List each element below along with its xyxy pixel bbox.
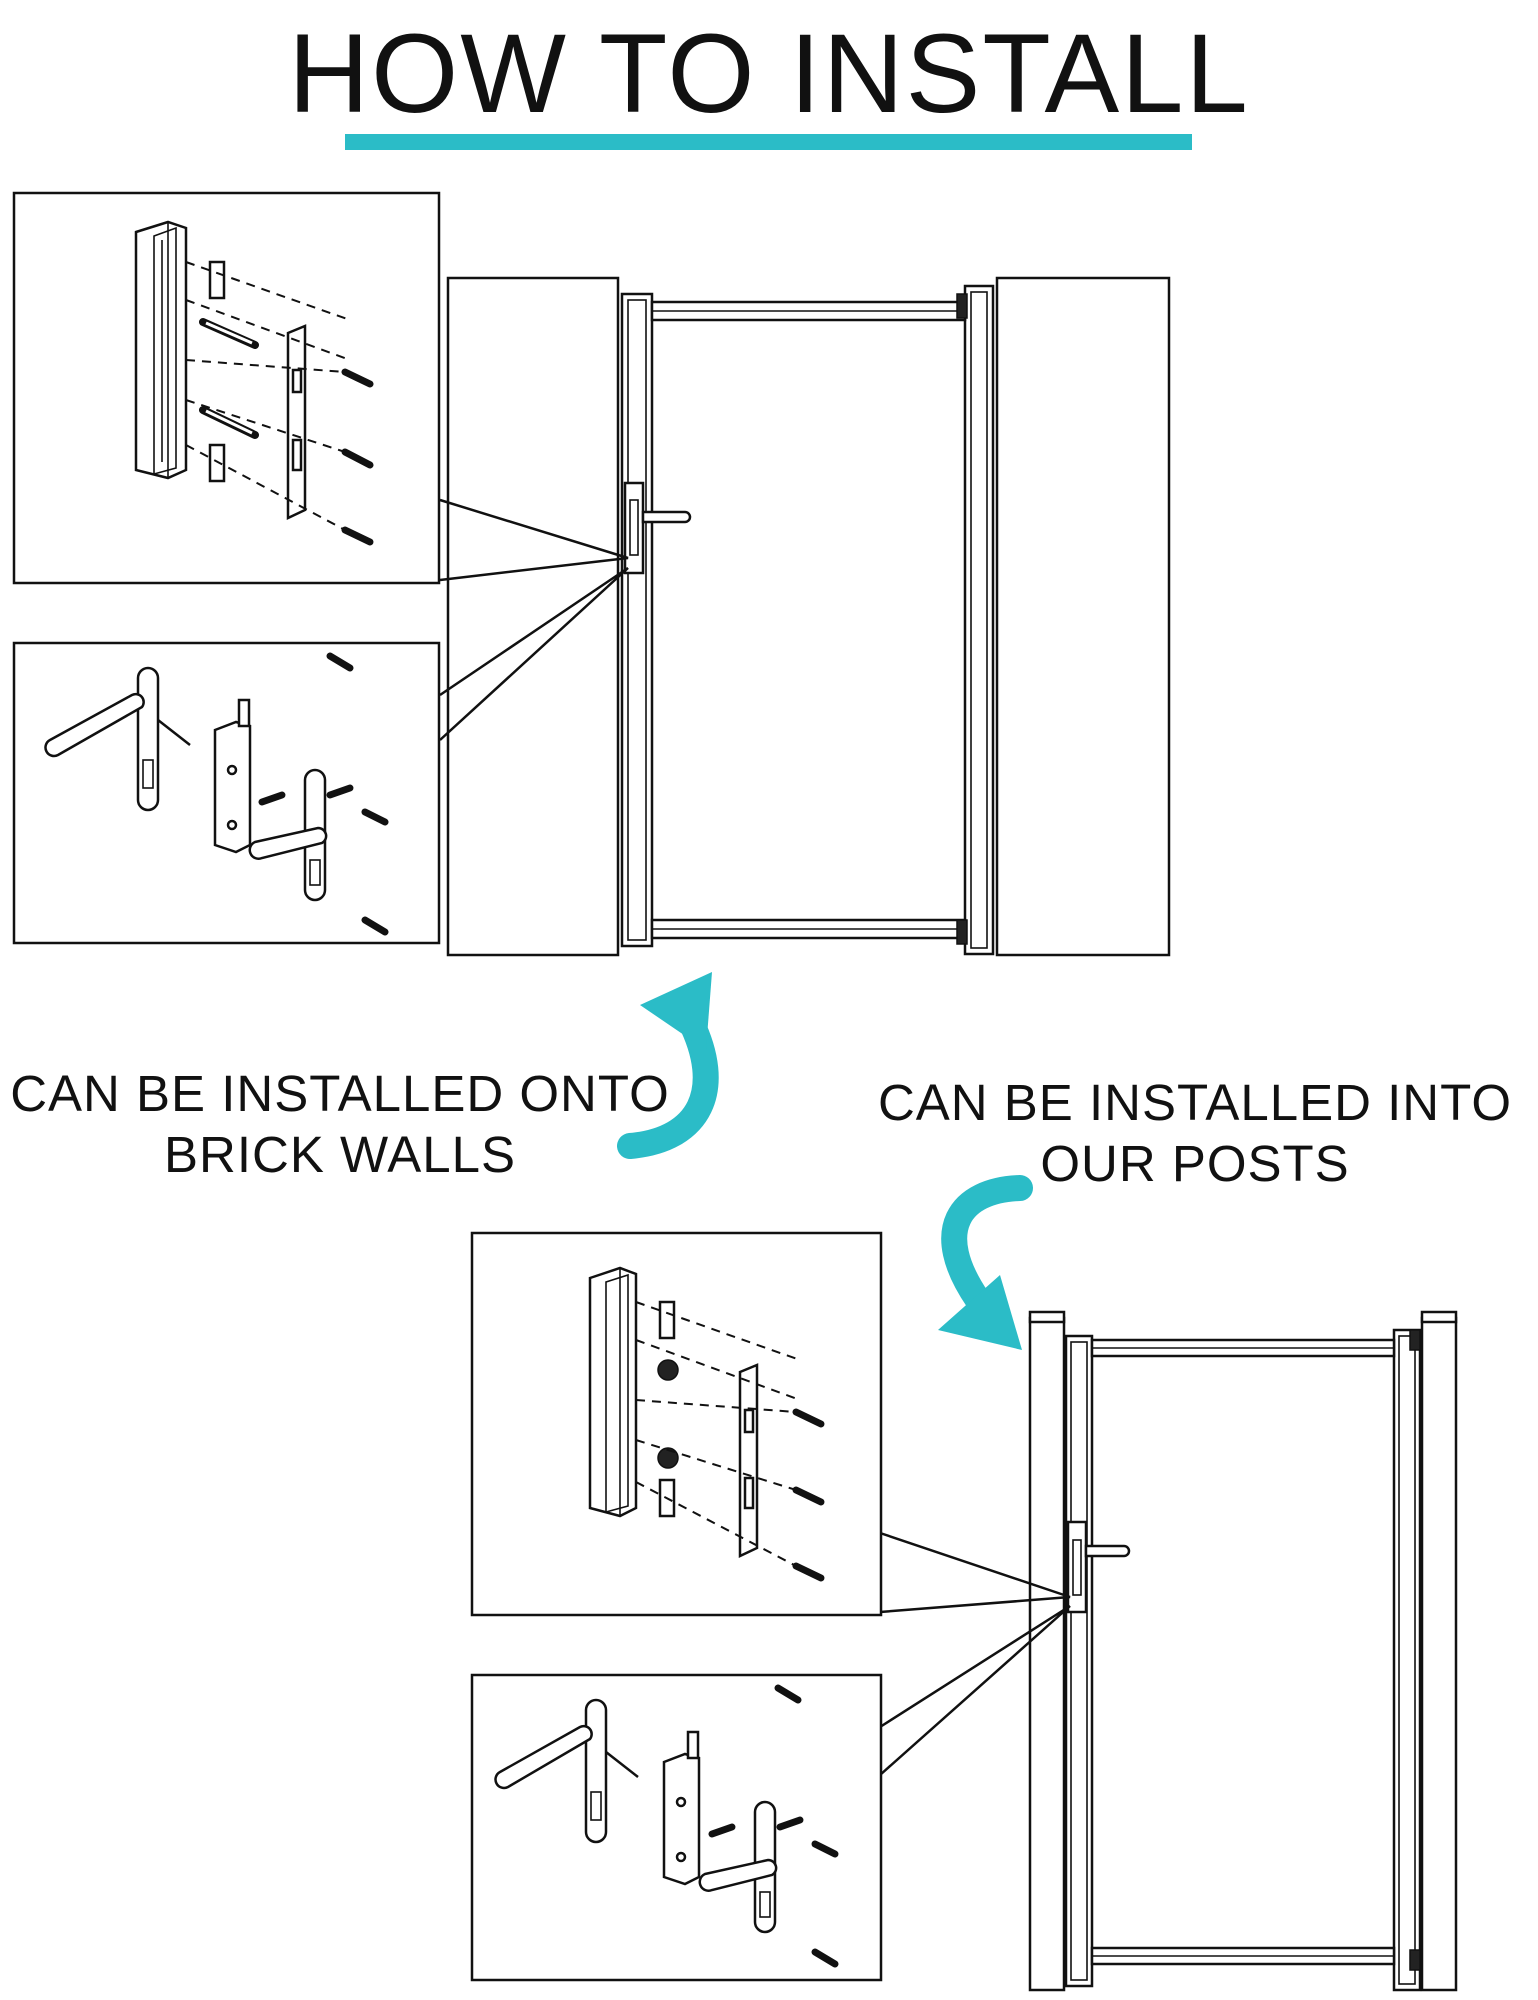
page-title: HOW TO INSTALL [288, 11, 1250, 136]
gate-lock-body [623, 481, 645, 575]
brick-wall-installation [439, 276, 1171, 957]
post-gate-handle-lever [1084, 1544, 1131, 1558]
title-underline [345, 134, 1192, 150]
left-post [1028, 1316, 1066, 1992]
curved-arrow-down-icon [938, 1175, 1033, 1350]
lock-exploded-panel-posts [470, 1231, 883, 1617]
curved-arrow-up-icon [617, 972, 719, 1159]
left-brick-wall [446, 276, 620, 957]
gate-brick-scene [620, 284, 995, 956]
lock-exploded-panel-brick [12, 191, 441, 585]
gate-handle-lever [641, 510, 692, 524]
caption-posts-line-1: CAN BE INSTALLED INTO [877, 1074, 1513, 1131]
caption-brick-walls: CAN BE INSTALLED ONTO BRICK WALLS [0, 1063, 680, 1185]
caption-our-posts: CAN BE INSTALLED INTO OUR POSTS [855, 1072, 1535, 1194]
right-post [1420, 1316, 1458, 1992]
caption-brick-line-1: CAN BE INSTALLED ONTO [10, 1065, 670, 1122]
handle-exploded-panel-posts [470, 1673, 883, 1982]
handle-exploded-panel-brick [12, 641, 441, 945]
right-brick-wall [995, 276, 1171, 957]
gate-post-scene [1064, 1328, 1422, 1992]
caption-posts-line-2: OUR POSTS [1040, 1135, 1350, 1193]
post-gate-lock-body [1066, 1520, 1088, 1614]
caption-brick-line-2: BRICK WALLS [163, 1126, 517, 1184]
post-installation [879, 1310, 1458, 1992]
